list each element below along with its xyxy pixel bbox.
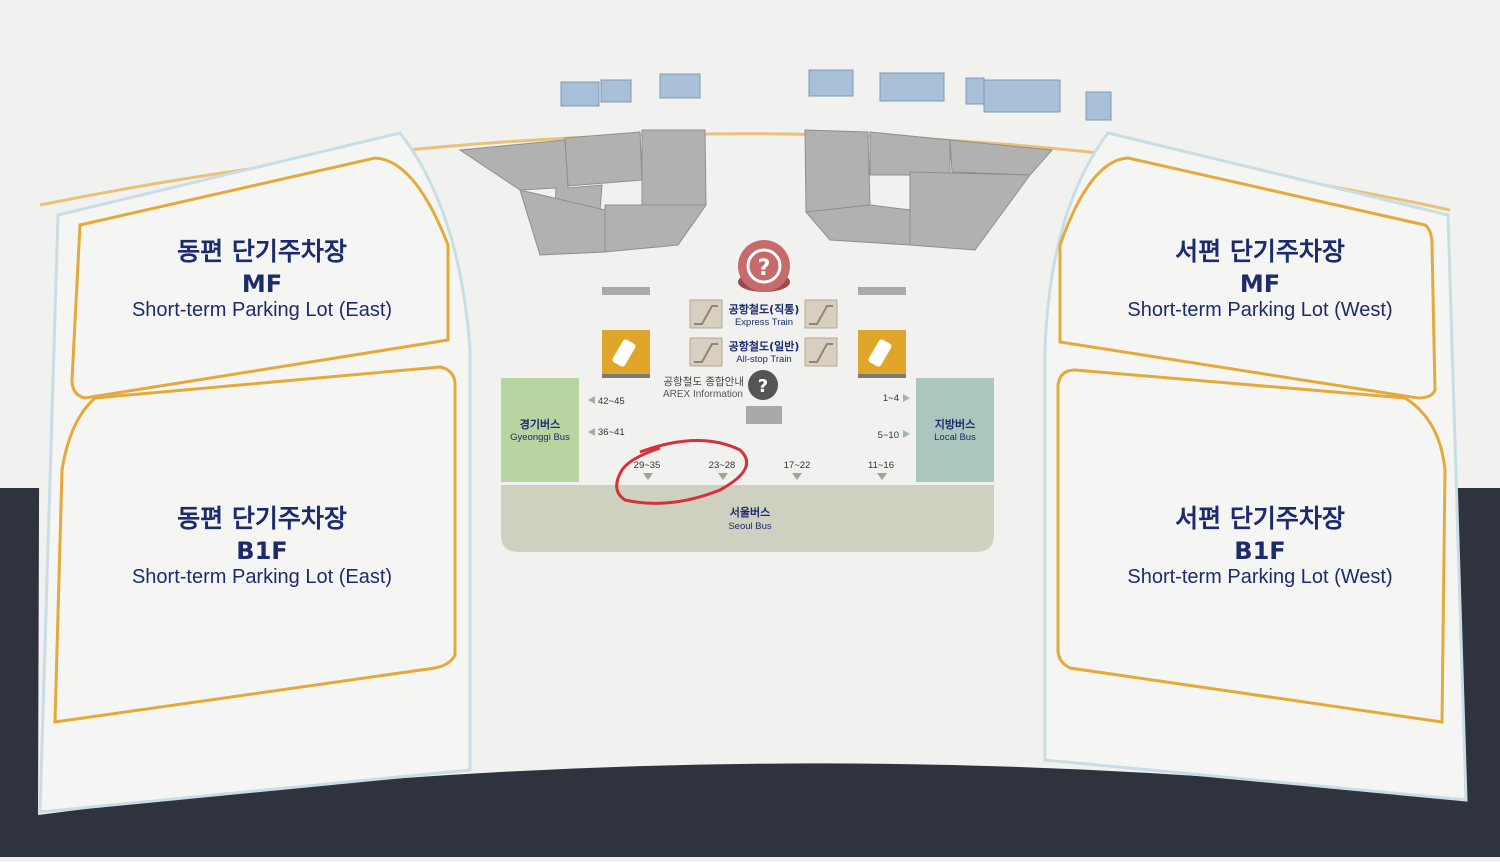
building-block-left	[458, 129, 707, 256]
lot-name-ko: 동편 단기주차장	[177, 504, 347, 533]
bus-stop-5-10: 5~10	[878, 430, 899, 441]
gyeonggi-bus-label-en: Gyeonggi Bus	[510, 432, 570, 443]
bus-stop-23-28: 23~28	[709, 460, 736, 471]
bus-stop-11-16: 11~16	[868, 460, 894, 471]
parking-lot-west-b1f[interactable]: 서편 단기주차장 B1F Short-term Parking Lot (Wes…	[1127, 504, 1392, 588]
arex-info-label-ko: 공항철도 종합안내	[663, 376, 744, 388]
ticket-machine-icon[interactable]	[602, 330, 650, 378]
east-wing	[38, 131, 472, 814]
east-mf-lot-outline	[70, 156, 450, 400]
bus-stop-29-35: 29~35	[634, 460, 661, 471]
lot-name-en: Short-term Parking Lot (East)	[132, 566, 392, 588]
local-bus-zone	[916, 378, 994, 482]
bus-stop-1-4: 1~4	[883, 393, 899, 404]
ticket-machine-icon[interactable]	[858, 330, 906, 378]
lot-name-ko: 동편 단기주차장	[177, 237, 347, 266]
right-arrow-icon	[903, 430, 910, 438]
down-arrow-icon	[643, 473, 653, 480]
arex-info-label-en: AREX Information	[663, 389, 743, 400]
lot-level: B1F	[236, 537, 287, 565]
seoul-bus-zone	[501, 485, 994, 552]
highlight-circle	[615, 438, 749, 505]
local-bus-label-en: Local Bus	[934, 432, 976, 443]
gyeonggi-bus-label-ko: 경기버스	[520, 417, 560, 431]
allstop-train-label-en: All-stop Train	[736, 354, 791, 365]
parking-lot-west-mf[interactable]: 서편 단기주차장 MF Short-term Parking Lot (West…	[1127, 237, 1392, 321]
lot-name-ko: 서편 단기주차장	[1175, 237, 1345, 266]
lot-name-en: Short-term Parking Lot (West)	[1127, 566, 1392, 588]
east-b1f-lot-outline	[53, 365, 457, 724]
gyeonggi-bus-zone	[501, 378, 579, 482]
left-arrow-icon	[588, 396, 595, 404]
local-bus-label-ko: 지방버스	[935, 417, 975, 431]
down-arrow-icon	[792, 473, 802, 480]
lot-level: MF	[242, 270, 282, 298]
lot-name-en: Short-term Parking Lot (West)	[1127, 299, 1392, 321]
west-wing	[1043, 131, 1468, 802]
bus-stop-42-45: 42~45	[598, 396, 625, 407]
allstop-train-label-ko: 공항철도(일반)	[729, 339, 800, 353]
divider-left	[602, 287, 650, 295]
express-train-label-en: Express Train	[735, 317, 793, 328]
left-arrow-icon	[588, 428, 595, 436]
svg-text:?: ?	[758, 376, 768, 397]
svg-text:?: ?	[758, 256, 771, 281]
parking-lot-east-b1f[interactable]: 동편 단기주차장 B1F Short-term Parking Lot (Eas…	[132, 504, 392, 588]
lot-level: MF	[1240, 270, 1280, 298]
rooftop-structures	[560, 69, 1112, 121]
parking-lot-east-mf[interactable]: 동편 단기주차장 MF Short-term Parking Lot (East…	[132, 237, 392, 321]
seoul-bus-label-en: Seoul Bus	[728, 521, 772, 532]
lot-name-ko: 서편 단기주차장	[1175, 504, 1345, 533]
lot-level: B1F	[1234, 537, 1285, 565]
divider-right	[858, 287, 906, 295]
question-mark-icon[interactable]: ?	[738, 240, 790, 292]
express-train-label-ko: 공항철도(직통)	[729, 302, 800, 316]
west-b1f-lot-outline	[1056, 368, 1447, 724]
bus-stop-36-41: 36~41	[598, 427, 625, 438]
west-mf-lot-outline	[1058, 156, 1437, 400]
building-block-right	[804, 129, 1054, 251]
bus-stop-17-22: 17~22	[784, 460, 811, 471]
down-arrow-icon	[718, 473, 728, 480]
seoul-bus-label-ko: 서울버스	[730, 505, 770, 519]
right-arrow-icon	[903, 394, 910, 402]
down-arrow-icon	[877, 473, 887, 480]
divider-center	[746, 406, 782, 424]
lot-name-en: Short-term Parking Lot (East)	[132, 299, 392, 321]
arex-info-icon[interactable]: ?	[748, 370, 778, 400]
